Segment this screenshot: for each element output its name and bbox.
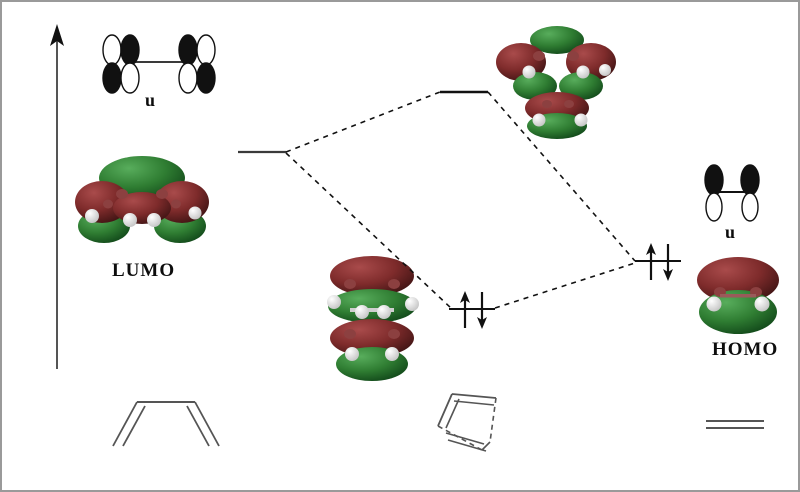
energy-axis — [50, 24, 64, 369]
ethylene-homo-p-orbitals — [704, 164, 760, 222]
butadiene-lumo-surface — [75, 156, 209, 243]
correlation-lumo-to-antibonding — [285, 91, 441, 153]
correlation-antibonding-to-homo — [487, 91, 636, 262]
ethylene-symmetry-label: u — [725, 222, 737, 242]
ts-bonding-electron-pair — [460, 291, 487, 329]
transition-state-skeletal — [437, 393, 497, 452]
correlation-lumo-to-bonding — [285, 152, 453, 310]
correlation-bonding-to-homo — [494, 262, 636, 309]
ethylene-homo-electron-pair — [646, 243, 673, 281]
butadiene-skeletal — [112, 401, 220, 447]
transition-state-antibonding-surface — [496, 26, 616, 139]
lumo-label: LUMO — [112, 260, 176, 281]
transition-state-bonding-surface — [327, 256, 419, 381]
butadiene-symmetry-label: u — [145, 90, 157, 110]
homo-label: HOMO — [712, 339, 779, 360]
ethylene-skeletal — [706, 420, 764, 429]
ethylene-homo-surface — [697, 257, 779, 334]
butadiene-lumo-p-orbitals — [102, 34, 216, 94]
